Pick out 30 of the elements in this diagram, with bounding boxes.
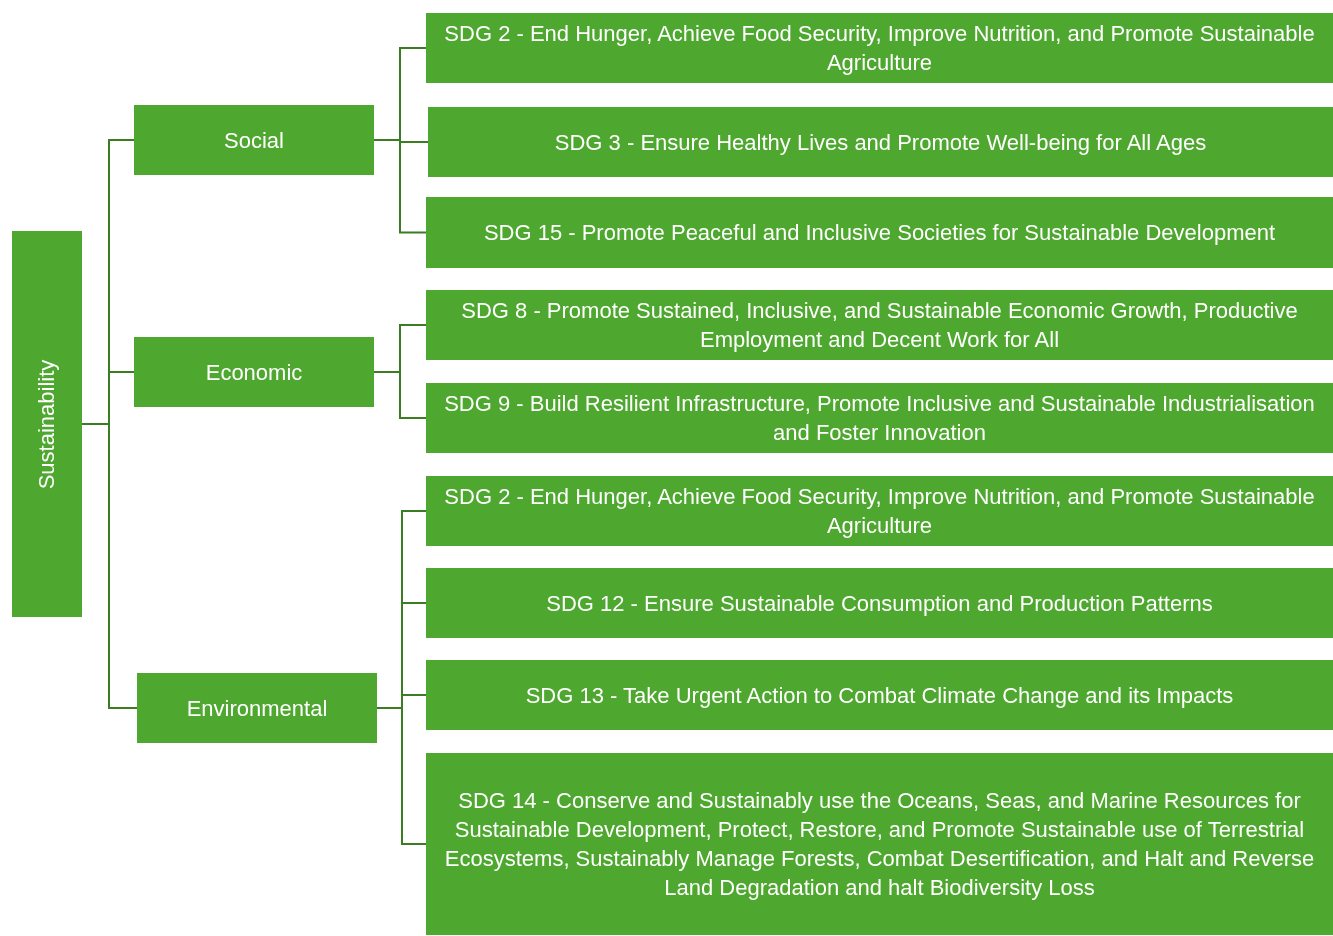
box-label: SDG 12 - Ensure Sustainable Consumption and Production Patterns bbox=[546, 589, 1213, 618]
box-label: SDG 9 - Build Resilient Infrastructure, Promote Inclusive and Sustainable Industrialisation and Foster Innovation bbox=[443, 390, 1316, 447]
goal-box bbox=[428, 107, 1333, 177]
box-label: SDG 8 - Promote Sustained, Inclusive, and Sustainable Economic Growth, Productive Employment and Decent Work for All bbox=[460, 297, 1299, 354]
box-label: SDG 2 - End Hunger, Achieve Food Security, Improve Nutrition, and Promote Sustainable Agriculture bbox=[443, 20, 1316, 77]
connector-line bbox=[373, 371, 427, 419]
category-box bbox=[137, 673, 377, 743]
goal-box bbox=[426, 476, 1333, 546]
box-label: SDG 14 - Conserve and Sustainably use the Oceans, Seas, and Marine Resources for Sustainable Development, Protect, Restore, and Promote Sustainable use of Terrestrial Ecosystems, Sustainably Manage Forests, Combat Desertification, and Halt and Reverse Land Degradation and halt Biodiversity Loss bbox=[443, 787, 1316, 902]
box-label: SDG 2 - End Hunger, Achieve Food Security, Improve Nutrition, and Promote Sustainable Agriculture bbox=[443, 483, 1316, 540]
connector-line bbox=[376, 707, 427, 845]
goal-box bbox=[426, 568, 1333, 638]
goal-box bbox=[426, 660, 1333, 730]
goal-box bbox=[426, 197, 1333, 268]
root-box bbox=[12, 231, 82, 617]
goal-box bbox=[426, 13, 1333, 83]
category-box bbox=[134, 337, 374, 407]
box-label: Environmental bbox=[186, 694, 328, 723]
box-label: SDG 13 - Take Urgent Action to Combat Climate Change and its Impacts bbox=[525, 681, 1234, 710]
connector-line bbox=[81, 423, 138, 709]
goal-box bbox=[426, 290, 1333, 360]
box-label: SDG 15 - Promote Peaceful and Inclusive Societies for Sustainable Development bbox=[483, 219, 1276, 247]
box-label: Economic bbox=[205, 358, 303, 387]
goal-box bbox=[426, 383, 1333, 453]
box-label: Sustainability bbox=[33, 359, 61, 489]
goal-box bbox=[426, 753, 1333, 935]
box-label: Social bbox=[224, 126, 284, 155]
category-box bbox=[134, 105, 374, 175]
connector-line bbox=[373, 139, 427, 234]
box-label: SDG 3 - Ensure Healthy Lives and Promote Well-being for All Ages bbox=[554, 128, 1207, 157]
